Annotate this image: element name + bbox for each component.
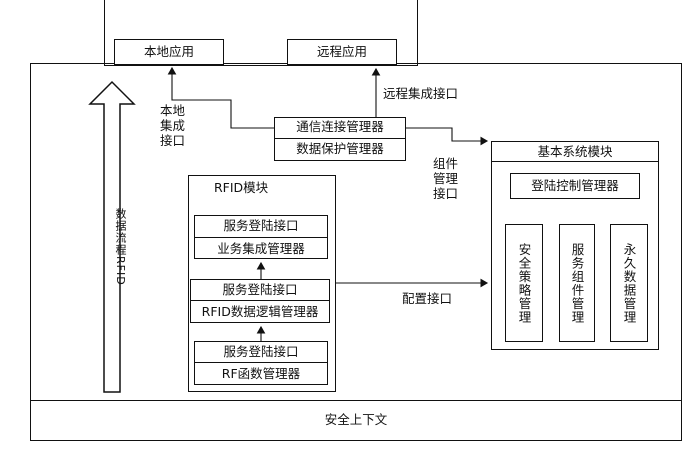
remote-app-box: 远程应用: [287, 39, 397, 65]
component-mgmt-label: 组件 管理 接口: [433, 156, 459, 201]
rf-function-manager: RF函数管理器: [221, 366, 301, 381]
data-protect-label: 数据保护管理器: [296, 141, 384, 156]
basic-system-title: 基本系统模块: [537, 144, 613, 159]
security-context-bar: [30, 400, 682, 441]
rfid-logic-manager: RFID数据逻辑管理器: [201, 304, 319, 319]
persistent-data-box: 永久数据管理: [610, 224, 648, 342]
rfid-group-3: [194, 341, 328, 385]
local-app-box: 本地应用: [114, 39, 224, 65]
biz-integration-manager: 业务集成管理器: [217, 241, 305, 256]
service-component-box: 服务组件管理: [559, 224, 595, 342]
config-interface-label: 配置接口: [402, 291, 453, 306]
svc-login-3: 服务登陆接口: [223, 344, 299, 359]
local-integration-label: 本地 集成 接口: [160, 103, 186, 148]
svc-login-1: 服务登陆接口: [223, 218, 299, 233]
data-flow-label: 数据流程RFID: [114, 208, 127, 286]
svc-login-2: 服务登陆接口: [222, 282, 298, 297]
remote-integration-label: 远程集成接口: [383, 86, 459, 101]
persistent-data-label: 永久数据管理: [621, 242, 637, 324]
login-control-manager: 登陆控制管理器: [510, 173, 640, 199]
security-policy-box: 安全策略管理: [505, 224, 543, 342]
comm-divider: [274, 138, 406, 139]
rfid-group-2: [190, 279, 330, 323]
service-component-label: 服务组件管理: [569, 242, 585, 324]
rfid-module-title: RFID模块: [214, 180, 269, 195]
conn-manager-label: 通信连接管理器: [296, 119, 384, 134]
comm-manager-group: [274, 117, 406, 161]
security-context-label: 安全上下文: [324, 412, 388, 427]
security-policy-label: 安全策略管理: [516, 242, 532, 324]
